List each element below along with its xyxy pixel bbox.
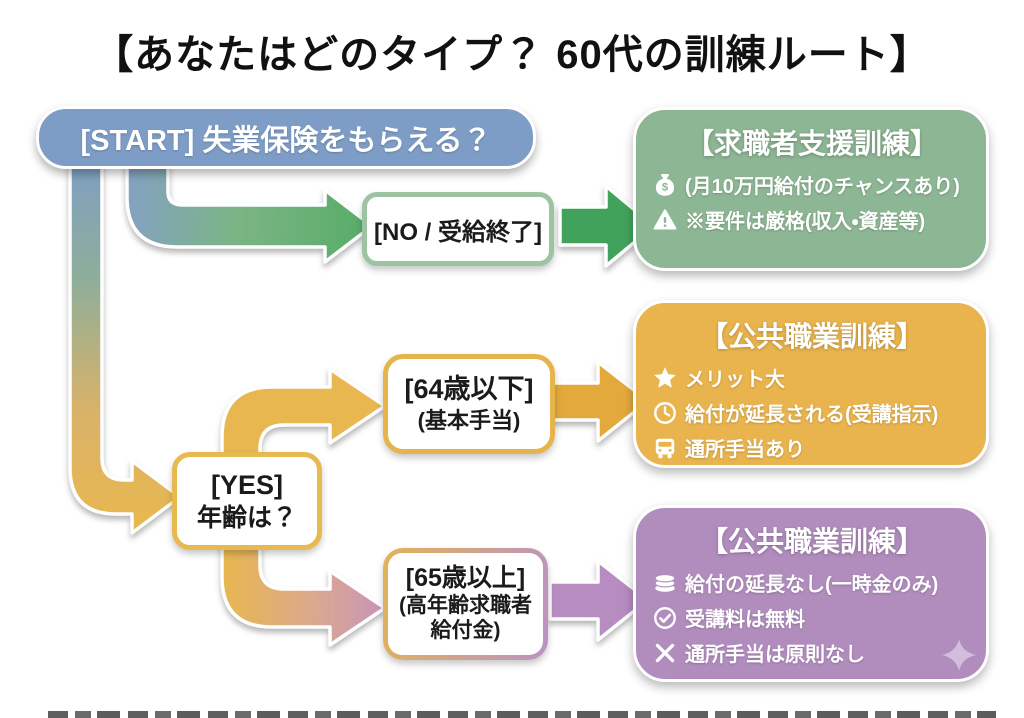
card-item-text: 通所手当あり bbox=[685, 439, 805, 461]
card-item-text: メリット大 bbox=[685, 369, 785, 391]
page-title: 【あなたはどのタイプ？ 60代の訓練ルート】 bbox=[93, 33, 931, 77]
card-item-text: ※要件は厳格(収入・資産等) bbox=[685, 211, 926, 233]
card-item-text: 給付の延長なし(一時金のみ) bbox=[685, 574, 939, 596]
card-jobseeker-support-training: 【求職者支援訓練】 $ (月10万円給付のチャンスあり) ※要件は厳格(収入・資… bbox=[633, 107, 989, 271]
star-icon bbox=[652, 365, 678, 391]
card-item: 通所手当は原則なし bbox=[652, 638, 972, 667]
check-circle-icon bbox=[652, 605, 678, 631]
yes-label: [YES] bbox=[210, 469, 283, 500]
arrow-over65-to-purple-card bbox=[548, 559, 650, 642]
card-item-text: (月10万円給付のチャンスあり) bbox=[685, 176, 960, 198]
money-bag-icon: $ bbox=[652, 172, 678, 198]
card-title: 【公共職業訓練】 bbox=[699, 526, 924, 557]
no-branch-node: [NO / 受給終了] bbox=[362, 192, 554, 266]
card-item: $ (月10万円給付のチャンスあり) bbox=[652, 170, 972, 199]
bus-icon bbox=[652, 435, 678, 461]
yes-branch-node: [YES] 年齢は？ bbox=[172, 452, 322, 550]
card-item: 給付の延長なし(一時金のみ) bbox=[652, 568, 972, 597]
start-node: [START] 失業保険をもらえる？ bbox=[36, 106, 536, 169]
over65-label: [65歳以上] bbox=[405, 564, 526, 593]
arrow-no-to-green-card bbox=[558, 184, 656, 268]
yes-question-label: 年齢は？ bbox=[196, 504, 297, 533]
over65-sublabel-1: (高年齢求職者 bbox=[399, 593, 532, 617]
over65-node: [65歳以上] (高年齢求職者 給付金) bbox=[383, 548, 548, 660]
card-item-text: 受講料は無料 bbox=[685, 609, 805, 631]
card-item: 受講料は無料 bbox=[652, 603, 972, 632]
sparkle-curl-decoration bbox=[942, 639, 976, 671]
card-item: 通所手当あり bbox=[652, 433, 972, 462]
connector-start-to-yes bbox=[68, 148, 182, 535]
card-item-text: 通所手当は原則なし bbox=[685, 644, 865, 666]
card-item: ※要件は厳格(収入・資産等) bbox=[652, 205, 972, 234]
no-branch-label: [NO / 受給終了] bbox=[374, 218, 542, 246]
connector-start-to-no bbox=[125, 148, 374, 264]
under64-label: [64歳以下] bbox=[404, 374, 534, 405]
start-label: [START] 失業保険をもらえる？ bbox=[80, 124, 492, 157]
card-public-training-over65: 【公共職業訓練】 給付の延長なし(一時金のみ) 受講料は無料 bbox=[633, 505, 989, 682]
svg-text:$: $ bbox=[662, 181, 669, 193]
coins-icon bbox=[652, 570, 678, 596]
x-mark-icon bbox=[652, 640, 678, 666]
card-public-training-under64: 【公共職業訓練】 メリット大 給付が延長される(受講指示) bbox=[633, 300, 989, 468]
card-item-text: 給付が延長される(受講指示) bbox=[685, 404, 939, 426]
under64-node: [64歳以下] (基本手当) bbox=[383, 354, 555, 454]
warning-icon bbox=[652, 207, 678, 233]
connector-yes-to-under64 bbox=[220, 367, 387, 464]
card-title: 【公共職業訓練】 bbox=[699, 321, 924, 352]
arrow-under64-to-orange-card bbox=[548, 360, 650, 443]
over65-sublabel-2: 給付金) bbox=[430, 618, 501, 642]
card-item: 給付が延長される(受講指示) bbox=[652, 398, 972, 427]
card-item: メリット大 bbox=[652, 363, 972, 392]
card-title: 【求職者支援訓練】 bbox=[685, 128, 938, 159]
cropped-text-edge bbox=[48, 711, 996, 718]
clock-icon bbox=[652, 400, 678, 426]
connector-yes-to-over65 bbox=[220, 530, 387, 647]
under64-sublabel: (基本手当) bbox=[417, 408, 521, 434]
